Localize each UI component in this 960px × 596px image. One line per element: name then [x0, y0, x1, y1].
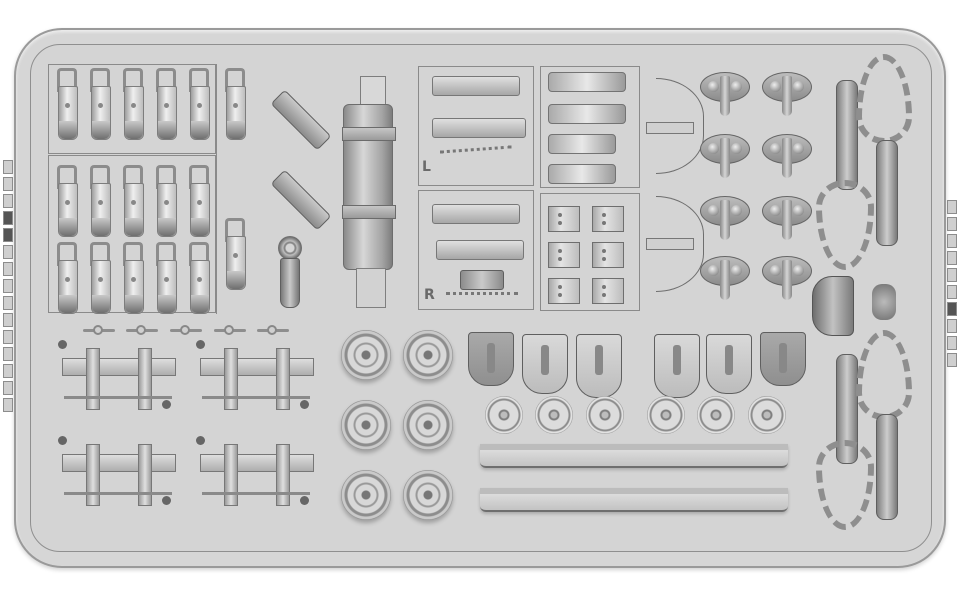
band-clamp [548, 134, 616, 154]
tow-cable-sleeve [836, 80, 858, 190]
left-sprue-tabs [3, 160, 13, 430]
latch [186, 68, 212, 140]
right-sprue-tabs [947, 200, 957, 400]
small-block [548, 278, 580, 304]
long-rail [480, 444, 788, 468]
eye-bolt-plate [762, 134, 812, 178]
latch-frame-top [48, 64, 216, 154]
wheel [403, 400, 453, 450]
cylinder-tank [342, 104, 396, 270]
latch [87, 68, 113, 140]
wing-nut [170, 325, 202, 337]
wing-nut [126, 325, 158, 337]
latch [87, 242, 113, 314]
band-clamp [548, 164, 616, 184]
latch [54, 242, 80, 314]
cover-plate [760, 332, 806, 386]
latch [153, 165, 179, 237]
washer [697, 396, 735, 434]
eye-bolt-plate [762, 256, 812, 300]
eye-bolt-plate [700, 196, 750, 240]
small-block [548, 242, 580, 268]
label-right: R [424, 287, 435, 303]
eye-bolt-plate [762, 72, 812, 116]
cover-plate [522, 334, 568, 394]
wheel [341, 330, 391, 380]
bracket-frame [194, 436, 318, 512]
latch [120, 242, 146, 314]
eye-bolt-plate [700, 134, 750, 178]
arc-guard-strap [646, 238, 694, 250]
washer [748, 396, 786, 434]
single-latch [222, 218, 248, 290]
eye-bolt-plate [700, 256, 750, 300]
latch [54, 165, 80, 237]
latch [120, 165, 146, 237]
wing-nut [83, 325, 115, 337]
cover-plate [468, 332, 514, 386]
strap-frame-right [418, 190, 534, 310]
block-frame [540, 193, 640, 311]
label-left: L [422, 159, 431, 175]
long-rail [480, 488, 788, 512]
eye-bolt-plate [762, 196, 812, 240]
latch [87, 165, 113, 237]
wheel [341, 470, 391, 520]
small-block [592, 278, 624, 304]
cover-plate [654, 334, 700, 398]
latch [153, 68, 179, 140]
wheel [403, 470, 453, 520]
wheel [403, 330, 453, 380]
hinged-strap [432, 204, 520, 224]
washer [647, 396, 685, 434]
bracket-frame [194, 340, 318, 416]
small-block [592, 242, 624, 268]
tow-cable-sleeve [876, 414, 898, 520]
latch [120, 68, 146, 140]
wing-nut [257, 325, 289, 337]
hinged-strap [432, 118, 526, 138]
bracket-frame [56, 436, 180, 512]
hinged-strap [436, 240, 524, 260]
washer [586, 396, 624, 434]
eye-bolt-plate [700, 72, 750, 116]
valve [460, 270, 504, 290]
strap-frame-left [418, 66, 534, 186]
fuel-pump-body [280, 258, 300, 308]
washer [485, 396, 523, 434]
band-clamp [548, 104, 626, 124]
hand-lamp-knob [872, 284, 896, 320]
hand-lamp [812, 276, 854, 336]
latch [54, 68, 80, 140]
tow-cable-sleeve [836, 354, 858, 464]
single-latch [222, 68, 248, 140]
bracket-frame [56, 340, 180, 416]
latch [186, 165, 212, 237]
cover-plate [576, 334, 622, 398]
hinged-strap [432, 76, 520, 96]
latch [186, 242, 212, 314]
cover-plate [706, 334, 752, 394]
washer [535, 396, 573, 434]
chain [446, 292, 518, 300]
fuel-pump-head [278, 236, 302, 260]
wing-nut [214, 325, 246, 337]
arc-guard-strap [646, 122, 694, 134]
cylinder-bracket [356, 268, 386, 308]
cylinder-top-mount [360, 76, 386, 106]
latch [153, 242, 179, 314]
band-clamp-frame [540, 66, 640, 188]
band-clamp [548, 72, 626, 92]
tow-cable-sleeve [876, 140, 898, 246]
divider [216, 64, 218, 314]
small-block [548, 206, 580, 232]
small-block [592, 206, 624, 232]
wheel [341, 400, 391, 450]
